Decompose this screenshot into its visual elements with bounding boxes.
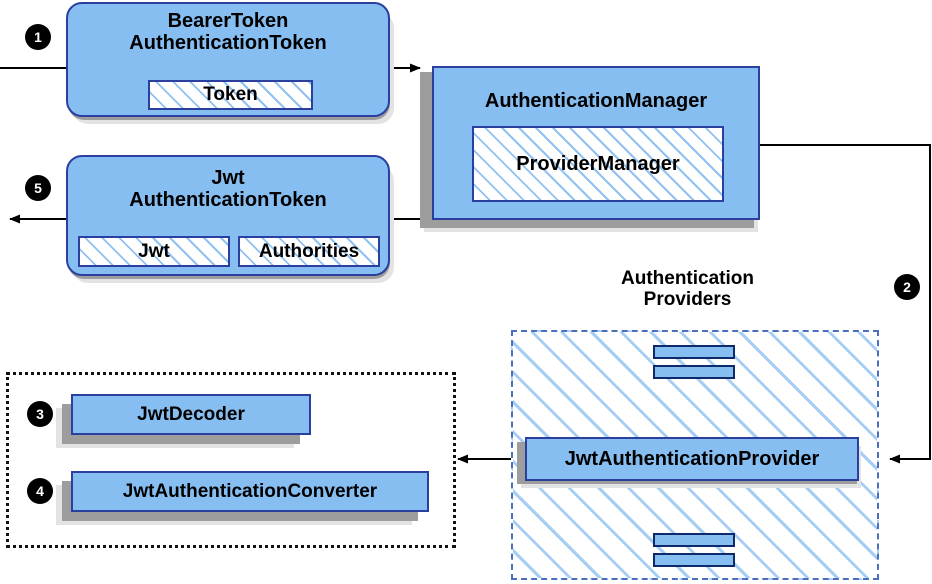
step-badge-2-label: 2 (903, 279, 911, 295)
step-badge-4: 4 (28, 479, 52, 503)
jwt-token-title-line1: Jwt (211, 167, 245, 189)
authorities-field-label: Authorities (258, 240, 360, 262)
providers-caption-line2: Providers (643, 289, 732, 311)
jwt-token-title: Jwt AuthenticationToken (68, 167, 388, 212)
jwt-authentication-provider-box[interactable]: JwtAuthenticationProvider (525, 437, 859, 481)
jwt-token-title-line2: AuthenticationToken (129, 189, 327, 212)
bearer-token-title-line1: BearerToken (167, 10, 289, 32)
provider-stub-bottom-b (653, 553, 735, 567)
provider-stub-bottom-a (653, 533, 735, 547)
authorities-field-box: Authorities (238, 236, 380, 267)
authentication-manager-box[interactable]: AuthenticationManager ProviderManager (432, 66, 760, 220)
token-field-box: Token (148, 80, 313, 110)
providers-caption: Authentication Providers (560, 268, 815, 311)
step-badge-2: 2 (895, 275, 919, 299)
bearer-token-authentication-token-box[interactable]: BearerToken AuthenticationToken Token (66, 2, 390, 117)
step-badge-3-label: 3 (36, 406, 44, 422)
jwt-authentication-token-box[interactable]: Jwt AuthenticationToken Jwt Authorities (66, 155, 390, 276)
jwt-decoder-box[interactable]: JwtDecoder (71, 394, 311, 435)
provider-manager-label: ProviderManager (516, 152, 680, 175)
step-badge-5-label: 5 (34, 180, 42, 196)
step-badge-3: 3 (28, 402, 52, 426)
step-badge-1: 1 (26, 25, 50, 49)
jwt-authentication-converter-label: JwtAuthenticationConverter (122, 480, 378, 502)
providers-caption-line1: Authentication (621, 268, 754, 289)
provider-stub-top-b (653, 365, 735, 379)
bearer-token-title: BearerToken AuthenticationToken (68, 10, 388, 55)
jwt-authentication-provider-label: JwtAuthenticationProvider (564, 447, 820, 470)
jwt-authentication-converter-box[interactable]: JwtAuthenticationConverter (71, 471, 429, 512)
step-badge-1-label: 1 (34, 29, 42, 45)
bearer-token-title-line2: AuthenticationToken (129, 32, 327, 55)
provider-manager-box: ProviderManager (472, 126, 724, 202)
jwt-support-group (6, 372, 456, 548)
jwt-field-label: Jwt (138, 240, 170, 262)
authentication-manager-title: AuthenticationManager (484, 90, 708, 112)
step-badge-4-label: 4 (36, 483, 44, 499)
wire-manager-to-provider (760, 144, 931, 464)
step-badge-5: 5 (26, 176, 50, 200)
provider-stub-top-a (653, 345, 735, 359)
jwt-decoder-label: JwtDecoder (137, 403, 245, 425)
jwt-field-box: Jwt (78, 236, 230, 267)
token-field-label: Token (203, 84, 258, 105)
